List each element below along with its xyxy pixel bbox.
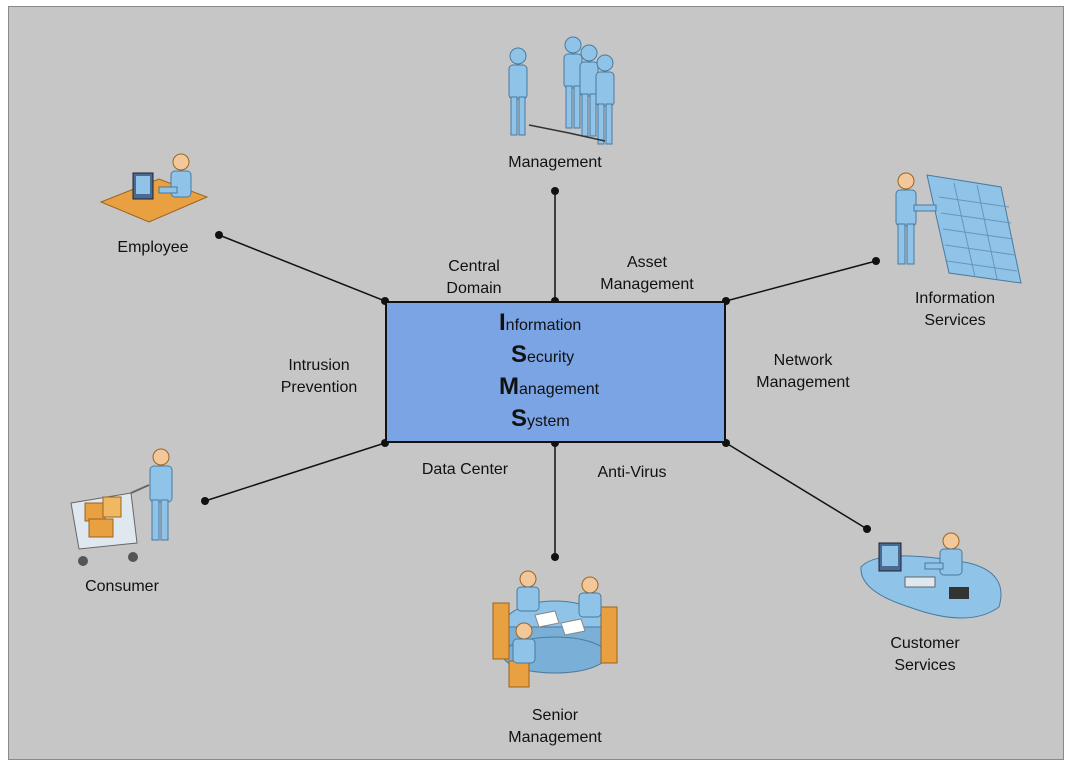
employee-icon — [99, 153, 209, 223]
node-label-senior-management: Senior Management — [508, 707, 602, 746]
customer-services-icon — [860, 532, 1002, 619]
isms-line-security: Security — [511, 341, 575, 368]
label-data-center: Data Center — [421, 461, 509, 478]
node-label-customer-services: Customer Services — [890, 635, 960, 674]
line-customer-services — [725, 442, 868, 530]
line-consumer — [204, 442, 386, 502]
dot-management — [551, 187, 559, 195]
node-label-information-services: Information Services — [914, 290, 996, 329]
dot-consumer — [201, 497, 209, 505]
label-intrusion-prevention: Intrusion Prevention — [280, 357, 358, 396]
senior-management-icon — [492, 570, 618, 688]
connector-lines — [204, 191, 877, 557]
isms-line-information: Information — [499, 309, 582, 336]
dot-employee — [215, 231, 223, 239]
diagram-canvas: Information Security Management System C… — [8, 6, 1064, 760]
dot-customer-services — [863, 525, 871, 533]
dot-senior-management — [551, 553, 559, 561]
isms-line-management: Management — [499, 373, 600, 400]
management-group-icon — [508, 36, 615, 145]
node-label-management: Management — [508, 154, 602, 171]
line-information-services — [725, 260, 877, 302]
information-services-icon — [895, 172, 1022, 284]
dot-information-services — [872, 257, 880, 265]
node-label-employee: Employee — [117, 239, 189, 256]
label-asset-management: Asset Management — [600, 254, 694, 293]
label-central-domain: Central Domain — [446, 258, 502, 297]
consumer-icon — [70, 448, 173, 566]
node-label-consumer: Consumer — [85, 578, 159, 595]
diagram-graphics — [70, 36, 1022, 688]
label-anti-virus: Anti-Virus — [597, 464, 667, 481]
isms-line-system: System — [511, 405, 570, 432]
line-employee — [218, 234, 386, 302]
label-network-management: Network Management — [756, 352, 850, 391]
isms-box: Information Security Management System — [385, 301, 726, 443]
